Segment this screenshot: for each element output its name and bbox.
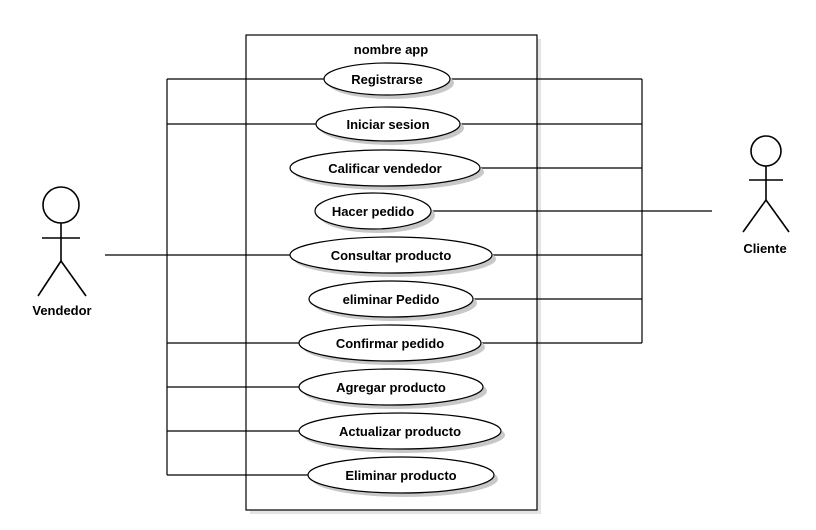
use-case-ellipse [298,412,502,450]
use-case-label: Iniciar sesion [346,117,429,132]
use-case-ellipse [323,62,451,96]
actor-cliente[interactable]: Cliente [742,135,790,256]
cliente-left-leg [742,199,767,233]
cliente-right-leg [765,199,790,233]
use-case-ellipse [298,368,484,406]
cliente-associations [431,78,712,344]
use-case-label: Registrarse [351,72,423,87]
system-title: nombre app [354,42,428,57]
use-case-eliminar-pedido[interactable]: eliminar Pedido [308,280,477,321]
use-case-label: Agregar producto [336,380,446,395]
vendedor-head [42,186,80,224]
use-case-label: Actualizar producto [339,424,461,439]
use-case-ellipse [289,236,493,274]
use-case-consultar-producto[interactable]: Consultar producto [289,236,496,277]
use-case-hacer-pedido[interactable]: Hacer pedido [314,192,435,233]
use-case-label: eliminar Pedido [343,292,440,307]
use-case-ellipse [314,192,432,230]
use-case-confirmar-pedido[interactable]: Confirmar pedido [298,324,485,365]
use-case-eliminar-producto[interactable]: Eliminar producto [307,456,498,497]
use-case-ellipse [298,324,482,362]
use-case-iniciar-sesion[interactable]: Iniciar sesion [315,106,464,145]
vendedor-right-leg [60,260,87,297]
actor-vendedor[interactable]: Vendedor [32,186,92,318]
use-case-agregar-producto[interactable]: Agregar producto [298,368,487,409]
use-case-label: Eliminar producto [345,468,456,483]
cliente-head [750,135,782,167]
use-case-label: Hacer pedido [332,204,414,219]
use-case-ellipse [289,149,481,187]
vendedor-associations [105,78,324,476]
vendedor-left-leg [37,260,62,297]
use-case-label: Consultar producto [331,248,452,263]
vendedor-label: Vendedor [32,303,91,318]
cliente-label: Cliente [743,241,786,256]
use-case-label: Calificar vendedor [328,161,441,176]
use-case-ellipse [307,456,495,494]
use-case-registrarse[interactable]: Registrarse [323,62,454,99]
use-case-actualizar-producto[interactable]: Actualizar producto [298,412,505,453]
use-case-label: Confirmar pedido [336,336,444,351]
use-case-ellipse [315,106,461,142]
use-case-ellipse [308,280,474,318]
use-case-calificar-vendedor[interactable]: Calificar vendedor [289,149,484,190]
